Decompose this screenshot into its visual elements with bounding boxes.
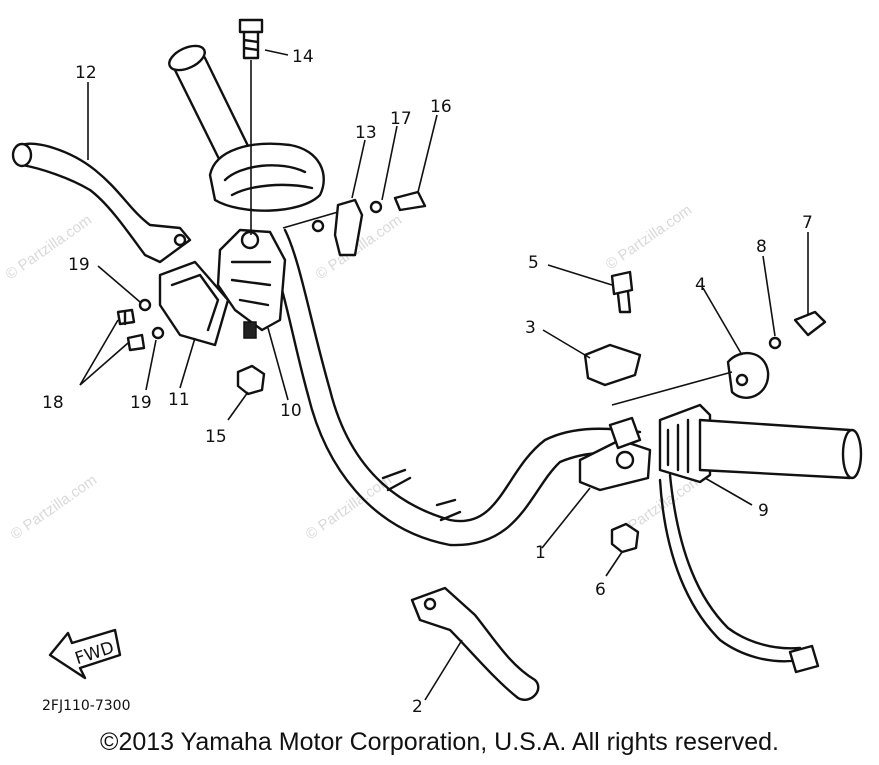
callout-7: 7: [802, 213, 813, 233]
callout-leaders: [79, 49, 809, 701]
diagram-code: 2FJ110-7300: [42, 698, 131, 714]
callout-9: 9: [758, 501, 769, 521]
callout-19b: 19: [130, 393, 152, 413]
callout-17: 17: [390, 109, 412, 129]
cover-plate: [158, 260, 230, 347]
left-lever: [11, 142, 192, 264]
callout-11: 11: [168, 390, 190, 410]
callout-15: 15: [205, 427, 227, 447]
callout-8: 8: [756, 237, 767, 257]
callout-4: 4: [695, 275, 706, 295]
callout-16: 16: [430, 97, 452, 117]
copyright-notice: ©2013 Yamaha Motor Corporation, U.S.A. A…: [100, 728, 779, 756]
left-fasteners: [116, 18, 266, 396]
callout-14: 14: [292, 47, 314, 67]
master-cylinder-bracket: [216, 228, 287, 339]
watermark: © Partzilla.com: [603, 201, 696, 273]
callout-10: 10: [280, 401, 302, 421]
fwd-arrow-icon: FWD: [48, 628, 122, 680]
callout-numbers: 1 2 3 4 5 6 7 8 9 10 11 12 13 14 15 16 1…: [42, 47, 813, 717]
right-lever-holder: [578, 416, 652, 554]
callout-1: 1: [535, 543, 546, 563]
watermark: © Partzilla.com: [8, 471, 101, 543]
right-grip-switch: [658, 403, 863, 674]
callout-3: 3: [525, 318, 536, 338]
callout-19: 19: [68, 255, 90, 275]
callout-6: 6: [595, 580, 606, 600]
handlebar: [260, 228, 642, 547]
callout-12: 12: [75, 63, 97, 83]
callout-5: 5: [528, 253, 539, 273]
right-lever: [410, 586, 540, 701]
left-grip-throttle: [168, 44, 325, 233]
callout-18: 18: [42, 393, 64, 413]
clamp-13: [282, 190, 427, 257]
callout-2: 2: [412, 697, 423, 717]
callout-13: 13: [355, 123, 377, 143]
right-brackets: [583, 270, 827, 406]
